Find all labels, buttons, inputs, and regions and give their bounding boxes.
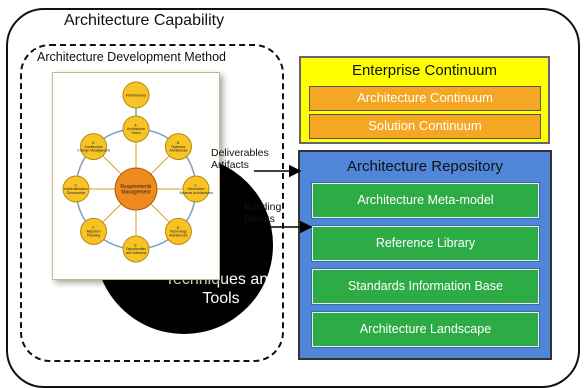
- architecture-capability-title: Architecture Capability: [64, 12, 225, 29]
- solution-continuum-box: Solution Continuum: [309, 114, 541, 139]
- deliverables-label: Deliverables: [211, 147, 269, 159]
- adm-frame: [20, 44, 284, 362]
- reference-library-box: Reference Library: [312, 226, 539, 261]
- standards-information-base-box: Standards Information Base: [312, 269, 539, 304]
- adm-title: Architecture Development Method: [34, 50, 229, 64]
- phase-node: [80, 217, 108, 245]
- phase-node: [164, 217, 192, 245]
- architecture-repository-title: Architecture Repository: [347, 158, 503, 175]
- architecture-landscape-box: Architecture Landscape: [312, 312, 539, 347]
- artifacts-label: Artifacts: [211, 159, 249, 171]
- preliminary-node: [122, 81, 150, 109]
- blocks-label: Blocks: [244, 213, 275, 225]
- phase-node: [80, 133, 108, 161]
- enterprise-continuum-title: Enterprise Continuum: [351, 62, 498, 79]
- deliverables-artifacts-label: Deliverables Artifacts: [211, 147, 269, 171]
- phase-node: [122, 235, 150, 263]
- building-label: Building: [244, 201, 282, 213]
- arrows-layer: [254, 164, 313, 234]
- building-blocks-label: Building Blocks: [244, 201, 281, 225]
- requirements-management-node: [114, 167, 158, 211]
- phase-node: [62, 175, 90, 203]
- phase-node: [182, 175, 210, 203]
- phase-node: [164, 133, 192, 161]
- phase-node: [122, 115, 150, 143]
- architecture-continuum-box: Architecture Continuum: [309, 86, 541, 111]
- preliminary-label: Preliminary: [126, 93, 146, 98]
- architecture-meta-model-box: Architecture Meta-model: [312, 183, 539, 218]
